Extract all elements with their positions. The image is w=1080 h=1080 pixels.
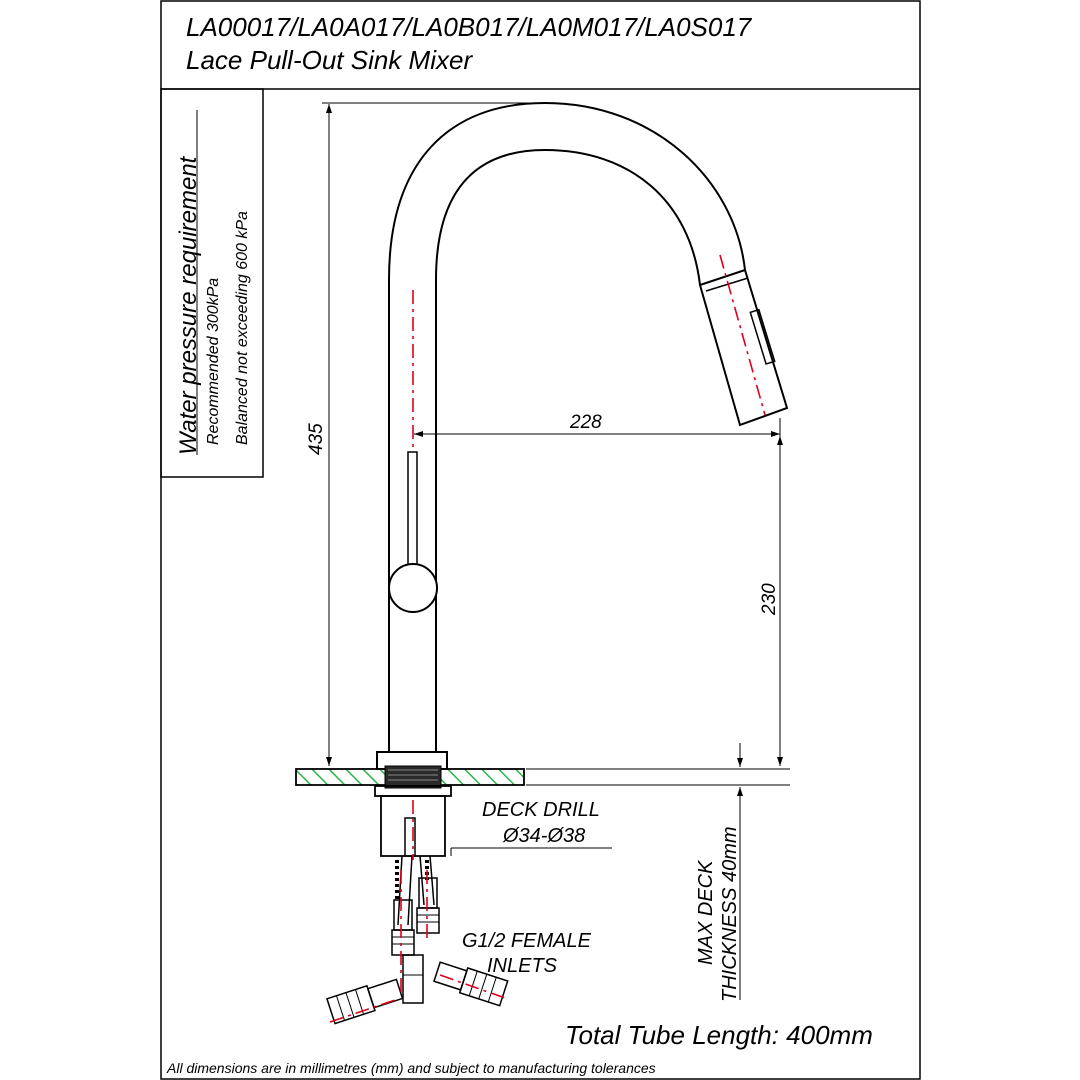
drawing-frame [160,0,921,1080]
deck-drill-note: DECK DRILL Ø34-Ø38 [450,799,612,856]
inlets-label-line1: G1/2 FEMALE [462,930,592,952]
deck-drill-label: DECK DRILL [482,799,600,821]
footer-disclaimer: All dimensions are in millimetres (mm) a… [166,1060,656,1076]
inlets-note: G1/2 FEMALE INLETS [462,930,592,977]
dimension-deck-thickness: MAX DECK THICKNESS 40mm [695,743,743,1002]
inlets-label-line2: INLETS [487,955,558,977]
dimension-reach: 228 [414,412,781,440]
height-value: 435 [306,423,327,455]
mixer-body [376,101,789,770]
reach-value: 228 [569,412,602,433]
pressure-balanced: Balanced not exceeding 600 kPa [234,211,251,445]
model-numbers: LA00017/LA0A017/LA0B017/LA0M017/LA0S017 [186,12,753,42]
dimension-height: 435 [306,102,545,770]
deck-thickness-line1: MAX DECK [695,859,717,965]
dimension-spout-height: 230 [526,436,790,786]
spout-height-value: 230 [759,583,780,616]
centerlines [329,254,766,1023]
product-name: Lace Pull-Out Sink Mixer [186,45,473,75]
total-tube-length: Total Tube Length: 400mm [565,1020,873,1050]
pressure-box: Water pressure requirement Recommended 3… [160,88,264,478]
deck-section [295,765,525,789]
under-deck-assembly [326,785,509,1025]
pressure-title: Water pressure requirement [175,155,202,455]
pressure-recommended: Recommended 300kPa [205,278,222,445]
deck-thickness-line2: THICKNESS 40mm [719,826,741,1002]
deck-drill-size: Ø34-Ø38 [502,825,585,847]
